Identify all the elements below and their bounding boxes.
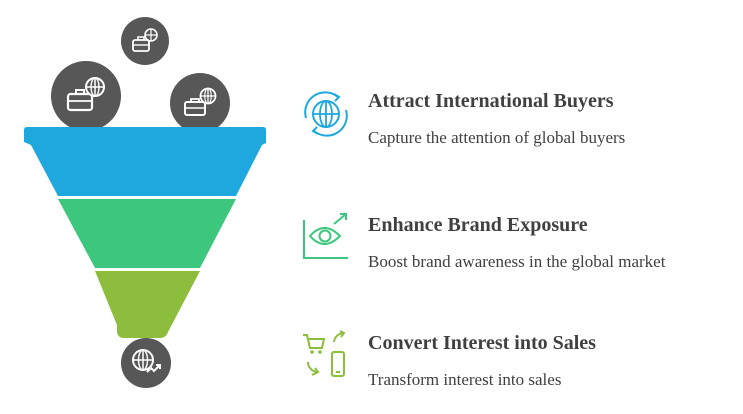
- step-description: Boost brand awareness in the global mark…: [368, 252, 666, 271]
- funnel-diagram: [24, 17, 266, 388]
- globe-refresh-icon: [304, 91, 348, 137]
- step-title: Convert Interest into Sales: [368, 332, 596, 354]
- globe-briefcase-icon: [170, 73, 230, 133]
- step-title: Attract International Buyers: [368, 90, 614, 112]
- step-title: Enhance Brand Exposure: [368, 214, 588, 236]
- globe-briefcase-icon: [121, 17, 169, 65]
- funnel-segment-convert: [95, 271, 200, 338]
- eye-growth-icon: [303, 213, 348, 259]
- globe-growth-icon: [121, 338, 171, 388]
- step-description: Transform interest into sales: [368, 370, 562, 389]
- cart-phone-exchange-icon: [303, 330, 346, 377]
- funnel-segment-exposure: [58, 199, 236, 268]
- globe-briefcase-icon: [51, 61, 121, 131]
- funnel-segment-attract: [24, 127, 266, 196]
- step-description: Capture the attention of global buyers: [368, 128, 626, 147]
